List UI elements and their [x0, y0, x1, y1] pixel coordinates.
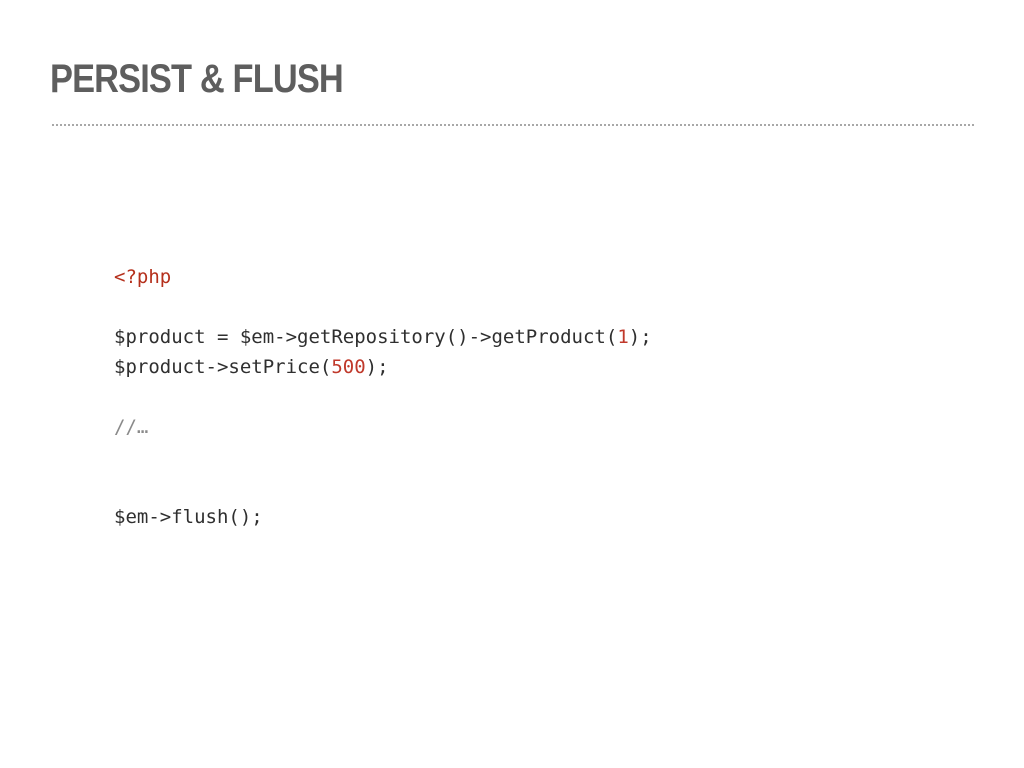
code-line-blank	[114, 442, 652, 472]
code-line-blank	[114, 382, 652, 412]
code-line-open-tag: <?php	[114, 262, 652, 292]
slide-title: PERSIST & FLUSH	[50, 57, 344, 101]
php-open-tag: <?php	[114, 266, 172, 288]
code-block: <?php $product = $em->getRepository()->g…	[114, 262, 652, 532]
code-line-flush: $em->flush();	[114, 502, 652, 532]
code-text: $product = $em->getRepository()->getProd…	[114, 326, 618, 348]
code-text: );	[365, 356, 389, 378]
code-line-set-price: $product->setPrice(500);	[114, 352, 652, 382]
code-line-get-product: $product = $em->getRepository()->getProd…	[114, 322, 652, 352]
number-literal: 1	[617, 326, 629, 348]
code-text: $em->flush();	[114, 506, 263, 528]
code-line-blank	[114, 472, 652, 502]
number-literal: 500	[331, 356, 366, 378]
code-line-comment: //…	[114, 412, 652, 442]
code-line-blank	[114, 292, 652, 322]
code-comment: //…	[114, 416, 149, 438]
code-text: );	[628, 326, 652, 348]
title-divider	[52, 124, 974, 126]
code-text: $product->setPrice(	[114, 356, 332, 378]
